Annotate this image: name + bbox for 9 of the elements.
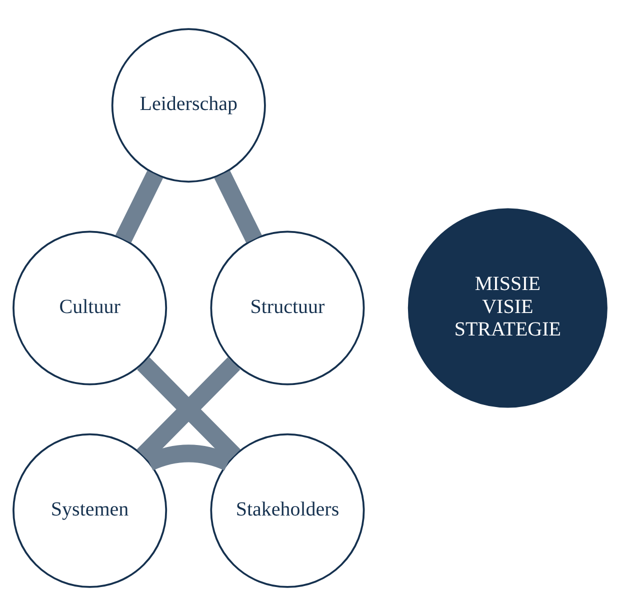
connector bbox=[115, 170, 164, 242]
node-circle: Systemen bbox=[12, 432, 168, 588]
connector bbox=[214, 170, 262, 242]
node-circle: MISSIE VISIE STRATEGIE bbox=[408, 208, 608, 408]
node-circle: Stakeholders bbox=[210, 432, 365, 588]
node-circle: Leiderschap bbox=[111, 28, 266, 182]
node-circle: Structuur bbox=[210, 230, 365, 385]
node-circle: Cultuur bbox=[12, 230, 168, 385]
connector bbox=[146, 444, 232, 470]
